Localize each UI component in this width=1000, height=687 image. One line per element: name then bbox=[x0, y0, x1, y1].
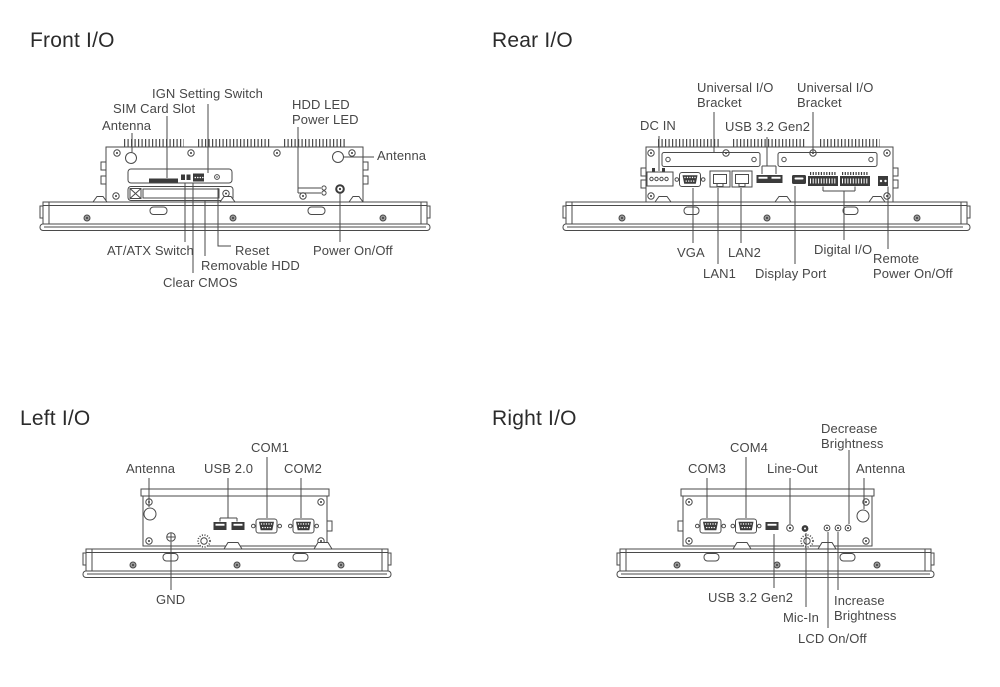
label-gnd: GND bbox=[156, 592, 186, 607]
right-panel-edge bbox=[616, 548, 935, 578]
label-remote-power-on-off: Remote Power On/Off bbox=[873, 251, 953, 281]
rear-io-title: Rear I/O bbox=[492, 29, 573, 52]
label-usb32-gen2-right: USB 3.2 Gen2 bbox=[708, 590, 794, 605]
antenna-hole bbox=[856, 509, 870, 523]
line-out-jack bbox=[786, 524, 794, 532]
com2-connector bbox=[288, 518, 319, 534]
label-dc-in: DC IN bbox=[640, 118, 676, 133]
dc-in-connector bbox=[646, 168, 674, 187]
front-panel-edge bbox=[39, 201, 431, 231]
sim-switch-bay bbox=[127, 168, 233, 184]
label-power-on-off: Power On/Off bbox=[313, 243, 393, 258]
label-com3: COM3 bbox=[688, 461, 726, 476]
label-line-out: Line-Out bbox=[767, 461, 818, 476]
label-at-atx-switch: AT/ATX Switch bbox=[107, 243, 194, 258]
usb20-port-2 bbox=[231, 522, 245, 530]
label-antenna-front-left: Antenna bbox=[102, 118, 152, 133]
right-io-title: Right I/O bbox=[492, 407, 577, 430]
usb-port-2 bbox=[769, 175, 783, 183]
usb-port-1 bbox=[756, 175, 770, 183]
rear-leader-lines bbox=[658, 112, 889, 264]
remote-power-connector bbox=[878, 176, 888, 186]
label-antenna-left-side: Antenna bbox=[126, 461, 176, 476]
left-device-drawing bbox=[82, 457, 392, 590]
label-removable-hdd: Removable HDD bbox=[201, 258, 300, 273]
rear-device-drawing bbox=[562, 112, 971, 264]
power-led-shape bbox=[321, 190, 327, 196]
label-power-led: Power LED bbox=[292, 112, 359, 127]
com1-connector bbox=[251, 518, 282, 534]
label-usb-20: USB 2.0 bbox=[204, 461, 254, 476]
label-digital-io: Digital I/O bbox=[814, 242, 873, 257]
antenna-hole-left bbox=[125, 152, 137, 164]
front-chassis bbox=[105, 146, 364, 203]
label-com4: COM4 bbox=[730, 440, 768, 455]
label-display-port: Display Port bbox=[755, 266, 827, 281]
increase-brightness-button bbox=[834, 524, 842, 532]
display-port-connector bbox=[792, 175, 806, 184]
sim-card-slot-shape bbox=[149, 178, 178, 183]
front-leader-lines bbox=[131, 104, 374, 273]
power-button-shape bbox=[335, 184, 345, 194]
label-vga: VGA bbox=[677, 245, 705, 260]
label-sim-card-slot: SIM Card Slot bbox=[113, 101, 196, 116]
label-com1: COM1 bbox=[251, 440, 289, 455]
front-device-drawing bbox=[39, 104, 431, 273]
antenna-hole-right bbox=[332, 151, 344, 163]
label-clear-cmos: Clear CMOS bbox=[163, 275, 238, 290]
decrease-brightness-button bbox=[844, 524, 852, 532]
label-universal-io-bracket-1: Universal I/O Bracket bbox=[697, 80, 774, 110]
thumbscrew bbox=[197, 534, 211, 548]
label-antenna-right-side: Antenna bbox=[856, 461, 906, 476]
lan1-connector bbox=[709, 170, 731, 188]
lcd-on-off-button bbox=[823, 524, 831, 532]
label-ign-setting-switch: IGN Setting Switch bbox=[152, 86, 263, 101]
label-com2: COM2 bbox=[284, 461, 322, 476]
label-usb32-gen2-rear: USB 3.2 Gen2 bbox=[725, 119, 811, 134]
label-antenna-front-right: Antenna bbox=[377, 148, 427, 163]
gnd-screw bbox=[166, 532, 176, 542]
digital-io-connector bbox=[808, 172, 870, 186]
thumbscrew bbox=[800, 534, 814, 548]
label-lcd-on-off: LCD On/Off bbox=[798, 631, 867, 646]
lan2-connector bbox=[731, 170, 753, 188]
label-lan2: LAN2 bbox=[728, 245, 761, 260]
label-reset: Reset bbox=[235, 243, 270, 258]
label-universal-io-bracket-2: Universal I/O Bracket bbox=[797, 80, 874, 110]
vga-connector bbox=[674, 172, 706, 187]
universal-io-bracket-1 bbox=[661, 152, 761, 167]
left-io-title: Left I/O bbox=[20, 407, 91, 430]
label-decrease-brightness: Decrease Brightness bbox=[821, 421, 884, 451]
antenna-hole bbox=[143, 507, 157, 521]
com4-connector bbox=[730, 518, 762, 534]
usb32-port bbox=[765, 522, 779, 530]
front-io-title: Front I/O bbox=[30, 29, 115, 52]
com3-connector bbox=[695, 518, 726, 534]
rear-panel-edge bbox=[562, 201, 971, 231]
usb20-port-1 bbox=[213, 522, 227, 530]
label-hdd-led: HDD LED bbox=[292, 97, 350, 112]
label-lan1: LAN1 bbox=[703, 266, 736, 281]
right-leader-lines bbox=[706, 450, 865, 628]
label-increase-brightness: Increase Brightness bbox=[834, 593, 897, 623]
removable-hdd-bay bbox=[127, 186, 234, 201]
right-device-drawing bbox=[616, 450, 935, 628]
left-panel-edge bbox=[82, 548, 392, 578]
label-mic-in: Mic-In bbox=[783, 610, 819, 625]
universal-io-bracket-2 bbox=[777, 152, 878, 167]
left-leader-lines bbox=[148, 457, 302, 590]
hdd-led-shape bbox=[321, 185, 327, 191]
